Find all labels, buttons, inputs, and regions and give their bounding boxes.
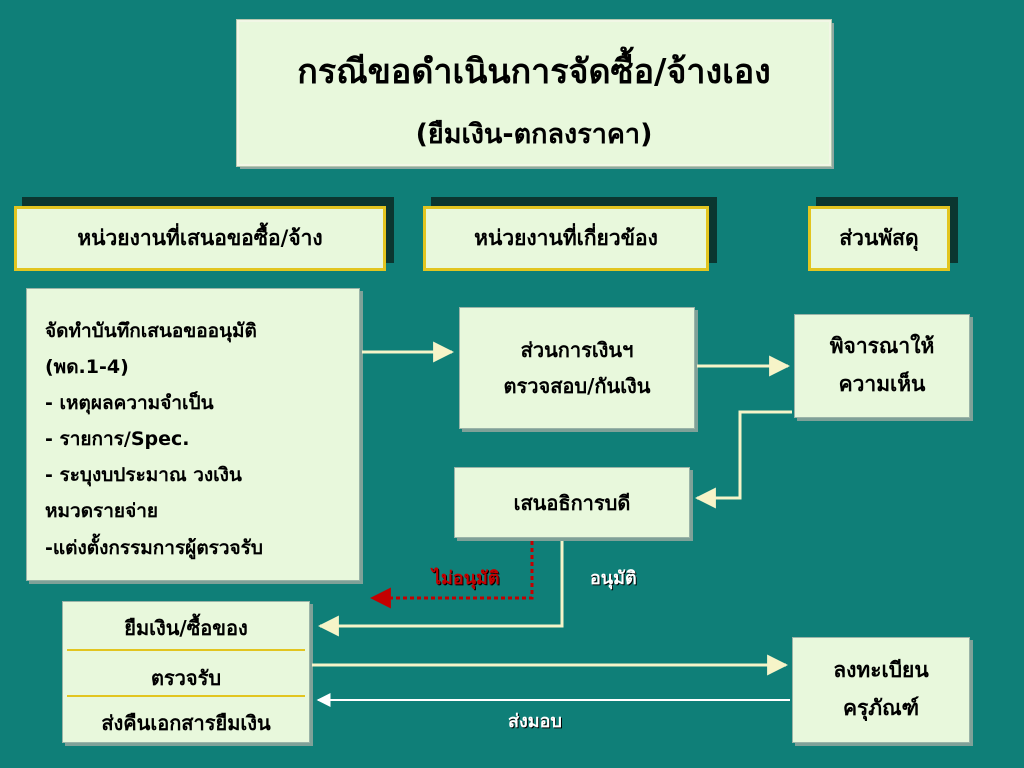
memo-line: จัดทำบันทึกเสนอขออนุมัติ xyxy=(45,320,257,342)
step-return-docs: ส่งคืนเอกสารยืมเงิน xyxy=(101,711,271,735)
header-requester-label: หน่วยงานที่เสนอขอซื้อ/จ้าง xyxy=(77,226,323,250)
finance-line1: ส่วนการเงินฯ xyxy=(520,338,634,362)
arrow-opinion-to-president xyxy=(694,410,792,509)
opinion-box: พิจารณาให้ ความเห็น xyxy=(794,314,970,418)
header-supplies-label: ส่วนพัสดุ xyxy=(839,226,919,250)
diagram-title: กรณีขอดำเนินการจัดซื้อ/จ้างเอง xyxy=(297,52,771,92)
memo-line: - รายการ/Spec. xyxy=(45,428,190,451)
label-not-approved: ไม่อนุมัติ xyxy=(432,568,500,589)
label-approved: อนุมัติ xyxy=(590,568,637,589)
memo-line: - เหตุผลความจำเป็น xyxy=(45,392,214,415)
step-borrow: ยืมเงิน/ซื้อของ xyxy=(124,616,248,640)
memo-line: หมวดรายจ่าย xyxy=(45,500,158,523)
header-related: หน่วยงานที่เกี่ยวข้อง xyxy=(423,206,709,271)
register-line2: ครุภัณฑ์ xyxy=(842,696,920,720)
header-related-label: หน่วยงานที่เกี่ยวข้อง xyxy=(474,226,658,250)
step-divider xyxy=(67,695,305,697)
step-inspect: ตรวจรับ xyxy=(150,666,222,690)
step-divider xyxy=(67,649,305,651)
president-label: เสนอธิการบดี xyxy=(513,490,631,515)
register-box: ลงทะเบียน ครุภัณฑ์ xyxy=(792,637,970,743)
finance-box: ส่วนการเงินฯ ตรวจสอบ/กันเงิน xyxy=(459,307,695,429)
opinion-line2: ความเห็น xyxy=(838,372,926,396)
memo-line: (พด.1-4) xyxy=(45,356,129,379)
label-deliver: ส่งมอบ xyxy=(508,711,562,732)
memo-line: -แต่งตั้งกรรมการผู้ตรวจรับ xyxy=(45,536,263,559)
memo-box: จัดทำบันทึกเสนอขออนุมัติ (พด.1-4) - เหตุ… xyxy=(26,288,360,581)
president-box: เสนอธิการบดี xyxy=(454,467,690,538)
title-box: กรณีขอดำเนินการจัดซื้อ/จ้างเอง (ยืมเงิน-… xyxy=(236,19,832,167)
opinion-line1: พิจารณาให้ xyxy=(829,334,935,359)
header-requester: หน่วยงานที่เสนอขอซื้อ/จ้าง xyxy=(14,206,386,271)
register-line1: ลงทะเบียน xyxy=(833,658,929,683)
diagram-subtitle: (ยืมเงิน-ตกลงราคา) xyxy=(415,119,653,150)
finance-line2: ตรวจสอบ/กันเงิน xyxy=(503,374,651,398)
steps-box: ยืมเงิน/ซื้อของ ตรวจรับ ส่งคืนเอกสารยืมเ… xyxy=(62,601,310,743)
memo-line: - ระบุงบประมาณ วงเงิน xyxy=(45,464,242,487)
header-supplies: ส่วนพัสดุ xyxy=(808,206,950,271)
